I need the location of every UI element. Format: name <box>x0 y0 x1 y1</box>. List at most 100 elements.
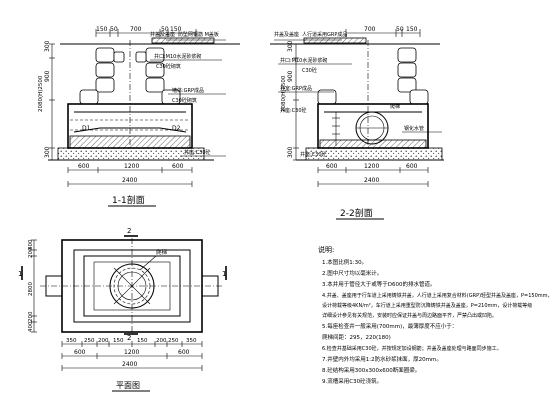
view1-top-dimensions: 150 50 700 50 150 <box>95 26 197 37</box>
view1-label-ring: 井口:M10水泥砂浆砌 <box>154 53 201 60</box>
plan-dim-600b: 600 <box>178 349 190 356</box>
plan-dim-200b-b: 200 <box>156 338 167 344</box>
notes-heading: 说明: <box>318 245 334 254</box>
view2-dim-300b: 300 <box>287 146 294 158</box>
view1-bottom-dimensions: 600 1200 600 2400 <box>67 163 193 187</box>
plan-dim-250b: 250 <box>168 338 179 344</box>
plan-dim-2400: 2400 <box>122 361 137 368</box>
view2-dim-2400: 2400 <box>364 177 379 184</box>
view2-label-body: 井室:GRP成品 <box>280 85 312 92</box>
view2-label-ladder: 爬梯 <box>390 103 400 110</box>
plan-section-mark-top: 2 <box>127 227 131 235</box>
note-4: 4.井盖、盖座用于行车道上采用铸铁井盖，人行道上采用复合材料(GRP)轻型井盖及… <box>322 292 553 299</box>
plan-dim-150b: 150 <box>137 338 148 344</box>
view2-dim-1200: 1200 <box>364 163 379 170</box>
note-1: 1.本图比例1:30。 <box>322 258 367 266</box>
note-5b: 爬梯间距：295，220(180) <box>322 333 391 341</box>
plan-dim-200b: 200 <box>28 311 34 322</box>
view2-left-dimensions: 300 900 2080(H)2500 300 <box>281 40 299 161</box>
note-8: 8.砼结构采用300x300x600断面圈梁。 <box>322 366 420 374</box>
section-2-2: 700 50 150 <box>270 26 444 220</box>
plan-dim-2800: 2800 <box>28 282 34 296</box>
notes-block: 说明: 1.本图比例1:30。 2.图中尺寸均以毫米计。 3.本井用于管径大于或… <box>318 245 553 385</box>
view1-label-cover: 井盖及盖座 <box>150 31 175 38</box>
note-5: 5.每座检查井一般采用(700mm)，最薄厚度不应小于： <box>322 322 457 330</box>
view2-label-pipe: 钢化水管 <box>404 125 424 132</box>
view1-label-base: 井座:C30砼 <box>184 149 211 156</box>
note-9: 9.流槽采用C30砼浇筑。 <box>322 377 382 385</box>
note-7: 7.井壁内外均采用1:2防水砂浆抹面，厚20mm。 <box>322 355 442 363</box>
view2-cover-seat <box>303 37 367 44</box>
view2-label-ring2: C30砼 <box>302 67 317 74</box>
plan-label-ladder: 爬梯 <box>156 248 168 256</box>
plan-dim-400a: 400 <box>28 239 34 250</box>
view2-dim-300: 300 <box>287 40 294 52</box>
plan-view: 2 2 1 1 爬梯 400 <box>18 227 227 392</box>
plan-section-mark-bottom: 2 <box>127 334 131 342</box>
view1-label-body2: C30砼砌筑 <box>172 97 197 104</box>
view1-dim-300: 300 <box>44 40 51 52</box>
plan-dim-350b: 350 <box>186 338 197 344</box>
view2-label-base-fill: 井座:C30砼 <box>300 151 327 158</box>
plan-bottom-dimensions: 350 250 200 150 150 200 250 350 600 1200… <box>61 338 203 371</box>
view2-label-cover-note: 人行道采用GRP成品 <box>302 31 347 38</box>
view1-dim-2400: 2400 <box>122 177 137 184</box>
view2-top-dimensions: 700 50 150 <box>345 26 421 37</box>
view2-ladder <box>332 112 340 146</box>
plan-dim-600a: 600 <box>74 349 86 356</box>
plan-dim-400b: 400 <box>28 321 34 332</box>
plan-dim-350a: 350 <box>66 338 77 344</box>
view1-title: 1-1剖面 <box>112 194 145 206</box>
plan-title: 平面图 <box>116 381 140 390</box>
plan-dim-200a-b: 200 <box>98 338 109 344</box>
view1-dim-50a: 50 <box>110 26 118 33</box>
view2-bottom-dimensions: 600 1200 600 2400 <box>317 163 429 187</box>
view1-dim-600b: 600 <box>172 163 184 170</box>
plan-pipe-right <box>201 275 219 297</box>
note-6: 6.检查井基础采用C30砼，并按规定加设钢筋；井盖及盖座处理与路面同步施工。 <box>322 345 502 352</box>
note-3: 3.本井用于管径大于或等于D600的排水管道。 <box>322 280 435 288</box>
view1-d2-label: D2 <box>172 125 181 132</box>
view2-dim-600a: 600 <box>326 163 338 170</box>
view1-flow-channel <box>73 127 187 133</box>
view1-d1-label: D1 <box>82 125 91 132</box>
view1-dim-1200: 1200 <box>124 163 139 170</box>
plan-dim-250a: 250 <box>84 338 95 344</box>
view2-label-cover: 井盖及盖座 <box>274 31 299 38</box>
view1-dim-50b: 50 <box>161 26 169 33</box>
view1-dim-150a: 150 <box>96 26 108 33</box>
view2-dim-600b: 600 <box>406 163 418 170</box>
view1-dim-900: 900 <box>44 70 51 82</box>
note-2: 2.图中尺寸均以毫米计。 <box>322 269 382 277</box>
view2-dim-h: 2080(H)2500 <box>281 75 287 112</box>
plan-left-dimensions: 400 200 2800 200 400 <box>28 239 37 333</box>
note-4b: 设计荷载等级4KN/m²，车行道上采用重型防沉降铸铁井盖及盖座，P=210mm，… <box>322 302 532 309</box>
view2-dim-150: 150 <box>406 26 418 33</box>
view2-shaft-walls <box>317 47 429 105</box>
plan-dim-1200: 1200 <box>124 349 139 356</box>
view1-dim-150b: 150 <box>170 26 182 33</box>
view2-label-base: 井座:C30砼 <box>280 107 307 114</box>
view1-left-dimensions: 300 900 2080(H)2500 300 <box>38 40 55 161</box>
view1-dim-700: 700 <box>130 26 142 33</box>
view1-dim-300b: 300 <box>44 146 51 158</box>
note-4c: 详细设计参见有关规范，安装时应保证井盖与周边路面平齐，严禁凸出或凹陷。 <box>322 312 497 319</box>
view1-cover-seat <box>151 37 215 44</box>
view1-dim-600a: 600 <box>78 163 90 170</box>
view2-title: 2-2剖面 <box>340 207 373 219</box>
view2-dim-900: 900 <box>287 70 294 82</box>
section-1-1: 150 50 700 50 150 D1 <box>38 26 240 207</box>
view1-channel-hatch <box>69 135 191 149</box>
view2-label-ring: 井口:M10水泥砂浆砌 <box>280 57 327 64</box>
view2-dim-50: 50 <box>396 26 404 33</box>
view1-label-ring2: C30砼砌筑 <box>156 63 181 70</box>
plan-section-mark-right: 1 <box>222 270 226 278</box>
plan-pipe-left <box>45 275 63 297</box>
view1-label-cover-note: 防坠网钢筋 M盖板 <box>178 31 219 38</box>
plan-dim-200a: 200 <box>28 247 34 258</box>
view1-dim-h: 2080(H)2500 <box>38 75 44 112</box>
plan-dim-150a: 150 <box>113 338 124 344</box>
view2-dim-700: 700 <box>364 26 376 33</box>
view1-label-body: 墙体:GRP成品 <box>172 87 204 94</box>
